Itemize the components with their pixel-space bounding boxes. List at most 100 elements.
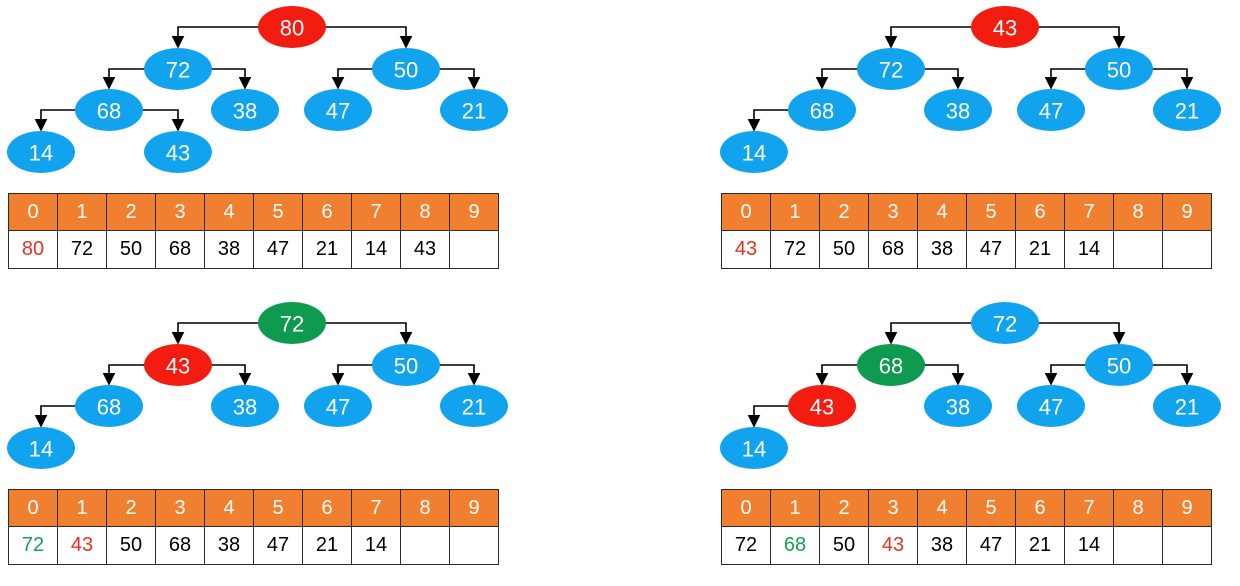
tree-edge-arrow <box>438 68 481 90</box>
heap-node-ellipse <box>75 385 143 427</box>
array-index-cell: 9 <box>1162 193 1212 231</box>
array-index-cell: 8 <box>1113 193 1163 231</box>
array-value-cell: 14 <box>1064 526 1114 565</box>
heap-node-ellipse <box>1017 89 1085 131</box>
array-index-cell: 0 <box>8 193 58 231</box>
array-index-cell: 9 <box>449 489 499 527</box>
array-value-cell: 47 <box>966 230 1016 269</box>
tree-edge-arrow <box>324 322 413 345</box>
array-value-cell: 50 <box>819 526 869 565</box>
array-index-cell: 9 <box>1162 489 1212 527</box>
heap-node-value: 38 <box>946 395 970 420</box>
array-value-cell: 50 <box>106 230 156 269</box>
heap-node: 50 <box>372 344 440 386</box>
heap-node-value: 43 <box>993 16 1017 41</box>
tree-edge-arrow <box>171 26 260 49</box>
array-index-cell: 0 <box>721 489 771 527</box>
array-value-cell: 72 <box>721 526 771 565</box>
array-index-cell: 3 <box>868 489 918 527</box>
heap-node-value: 50 <box>1107 354 1131 379</box>
heap-node-value: 72 <box>993 312 1017 337</box>
array-index-cell: 4 <box>917 489 967 527</box>
heap-node: 50 <box>1085 344 1153 386</box>
array-value-cell: 38 <box>204 230 254 269</box>
heap-node-ellipse <box>211 385 279 427</box>
heap-node-value: 68 <box>97 99 121 124</box>
array-index-cell: 6 <box>1015 489 1065 527</box>
array-value-cell: 68 <box>868 230 918 269</box>
heap-node-ellipse <box>440 89 508 131</box>
tree-edge-arrow <box>923 68 965 90</box>
array-value-cell: 43 <box>868 526 918 565</box>
array-index-cell: 6 <box>1015 193 1065 231</box>
heap-node-value: 43 <box>166 141 190 166</box>
array-index-cell: 2 <box>819 193 869 231</box>
array-value-cell: 68 <box>155 526 205 565</box>
heap-node: 38 <box>924 89 992 131</box>
array-value-cell: 14 <box>351 230 401 269</box>
array-index-cell: 8 <box>1113 489 1163 527</box>
heap-node-ellipse <box>1085 48 1153 90</box>
array-value-cell: 43 <box>57 526 107 565</box>
heap-node: 68 <box>788 89 856 131</box>
heap-node-ellipse <box>857 48 925 90</box>
heap-node-ellipse <box>788 385 856 427</box>
heap-node-value: 43 <box>810 395 834 420</box>
heap-node-ellipse <box>304 89 372 131</box>
heap-node-ellipse <box>7 131 75 173</box>
heap-node-value: 50 <box>394 58 418 83</box>
heap-node: 47 <box>1017 89 1085 131</box>
heap-node: 47 <box>1017 385 1085 427</box>
tree-edge-arrow <box>815 364 859 386</box>
heap-node-ellipse <box>924 385 992 427</box>
array-index-cell: 7 <box>351 489 401 527</box>
heap-node-ellipse <box>971 302 1039 344</box>
array-index-cell: 4 <box>917 193 967 231</box>
tree-edge-arrow <box>884 322 973 345</box>
array-index-cell: 7 <box>1064 489 1114 527</box>
array-index-cell: 2 <box>106 489 156 527</box>
heap-node: 14 <box>7 131 75 173</box>
array-value-cell: 21 <box>302 526 352 565</box>
heap-node-ellipse <box>1017 385 1085 427</box>
tree-edge-arrow <box>1151 68 1194 90</box>
heap-node: 68 <box>75 89 143 131</box>
array-value-cell: 50 <box>819 230 869 269</box>
array-value-cell <box>1113 526 1163 565</box>
heap-node: 38 <box>211 385 279 427</box>
heap-node: 50 <box>1085 48 1153 90</box>
tree-edge-arrow <box>141 109 185 132</box>
array-value-cell: 68 <box>770 526 820 565</box>
array-value-cell <box>1162 526 1212 565</box>
tree-edge-arrow <box>884 26 973 49</box>
tree-edge-arrow <box>1044 364 1087 386</box>
heap-node-ellipse <box>144 344 212 386</box>
heap-node-value: 21 <box>462 395 486 420</box>
array-value-cell: 43 <box>721 230 771 269</box>
array-value-cell: 14 <box>1064 230 1114 269</box>
heap-node: 21 <box>1153 385 1221 427</box>
heap-node-ellipse <box>720 131 788 173</box>
array-index-cell: 4 <box>204 489 254 527</box>
heap-node-ellipse <box>440 385 508 427</box>
array-value-cell <box>1113 230 1163 269</box>
array-value-cell: 72 <box>770 230 820 269</box>
heap-node: 72 <box>971 302 1039 344</box>
tree-edge-arrow <box>171 322 260 345</box>
heap-node-ellipse <box>372 344 440 386</box>
array-index-cell: 3 <box>155 489 205 527</box>
tree-edge-arrow <box>210 68 252 90</box>
